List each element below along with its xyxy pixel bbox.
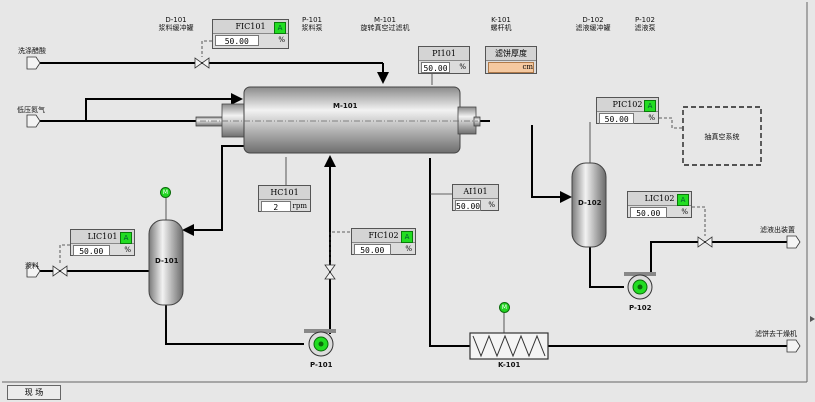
lic102-faceplate[interactable]: LIC102 A 50.00 % xyxy=(627,191,692,218)
fic102-unit: % xyxy=(405,245,412,253)
lic101-value: 50.00 xyxy=(73,245,110,256)
lic101-mode-indicator: A xyxy=(120,232,132,244)
d101-header-tag: D-101 xyxy=(165,16,187,24)
k101-header-label: K-101 螺杆机 xyxy=(486,16,516,32)
k101-motor-indicator: M xyxy=(499,302,510,313)
lic101-tag: LIC101 xyxy=(71,230,134,244)
hc101-faceplate[interactable]: HC101 2 rpm xyxy=(258,185,311,212)
fic102-value: 50.00 xyxy=(354,244,391,255)
d101-motor-indicator: M xyxy=(160,187,171,198)
low-pressure-n2-label: 低压氮气 xyxy=(17,106,45,114)
d101-header-label: D-101 浆料缓冲罐 xyxy=(148,16,204,32)
wash-acid-label: 洗涤醋酸 xyxy=(18,47,46,55)
lic102-value: 50.00 xyxy=(630,207,667,218)
p102-header-name: 滤液泵 xyxy=(634,24,656,32)
lic102-tag: LIC102 xyxy=(628,192,691,206)
m101-header-tag: M-101 xyxy=(374,16,396,24)
p101-equipment-label: P-101 xyxy=(310,361,333,369)
p101-header-label: P-101 浆料泵 xyxy=(297,16,327,32)
m101-header-label: M-101 旋转真空过滤机 xyxy=(355,16,415,32)
pic102-mode-indicator: A xyxy=(644,100,656,112)
p101-header-tag: P-101 xyxy=(302,16,322,24)
p102-header-label: P-102 滤液泵 xyxy=(630,16,660,32)
k101-equipment-label: K-101 xyxy=(498,361,521,369)
lic102-unit: % xyxy=(681,208,688,216)
fic101-value: 50.00 xyxy=(215,35,259,46)
vacuum-system-label: 抽真空系统 xyxy=(704,133,740,141)
pi101-value: 50.00 xyxy=(421,62,450,73)
cake-thickness-unit: cm xyxy=(522,63,533,71)
pic102-value: 50.00 xyxy=(599,113,635,124)
pi101-tag: PI101 xyxy=(419,47,469,61)
fic102-mode-indicator: A xyxy=(401,231,413,243)
p102-equipment-label: P-102 xyxy=(629,304,652,312)
lic102-mode-indicator: A xyxy=(677,194,689,206)
fic102-tag: FIC102 xyxy=(352,229,415,243)
k101-header-name: 螺杆机 xyxy=(490,24,512,32)
hc101-unit: rpm xyxy=(292,202,307,210)
d102-header-name: 滤液缓冲罐 xyxy=(575,24,611,32)
cake-to-dryer-label: 滤饼去干燥机 xyxy=(755,330,797,338)
cake-thickness-tag: 滤饼厚度 xyxy=(486,47,536,61)
ai101-value: 50.00 xyxy=(455,200,482,211)
m101-equipment-label: M-101 xyxy=(333,102,358,110)
pi101-unit: % xyxy=(459,63,466,71)
d102-header-tag: D-102 xyxy=(582,16,604,24)
fic101-unit: % xyxy=(278,36,285,44)
ai101-faceplate[interactable]: AI101 50.00 % xyxy=(452,184,499,211)
k101-header-tag: K-101 xyxy=(491,16,511,24)
lic101-faceplate[interactable]: LIC101 A 50.00 % xyxy=(70,229,135,256)
slurry-label: 浆料 xyxy=(25,262,39,270)
fic101-faceplate[interactable]: FIC101 A 50.00 % xyxy=(212,19,289,49)
d101-header-name: 浆料缓冲罐 xyxy=(158,24,194,32)
pic102-unit: % xyxy=(648,114,655,122)
fic101-mode-indicator: A xyxy=(274,22,286,34)
ai101-unit: % xyxy=(488,201,495,209)
hc101-tag: HC101 xyxy=(259,186,310,200)
fic102-faceplate[interactable]: FIC102 A 50.00 % xyxy=(351,228,416,255)
fic101-tag: FIC101 xyxy=(213,20,288,34)
cake-thickness-faceplate[interactable]: 滤饼厚度 cm xyxy=(485,46,537,74)
m101-header-name: 旋转真空过滤机 xyxy=(360,24,410,32)
ai101-tag: AI101 xyxy=(453,185,498,199)
hc101-value: 2 xyxy=(261,201,291,212)
d102-header-label: D-102 滤液缓冲罐 xyxy=(570,16,616,32)
pi101-faceplate[interactable]: PI101 50.00 % xyxy=(418,46,470,74)
d102-equipment-label: D-102 xyxy=(578,199,602,207)
d101-equipment-label: D-101 xyxy=(155,257,179,265)
p101-header-name: 浆料泵 xyxy=(301,24,323,32)
field-view-button[interactable]: 现 场 xyxy=(7,385,61,400)
p102-header-tag: P-102 xyxy=(635,16,655,24)
pic102-faceplate[interactable]: PIC102 A 50.00 % xyxy=(596,97,659,124)
cake-thickness-value xyxy=(488,62,534,73)
pic102-tag: PIC102 xyxy=(597,98,658,112)
filtrate-out-label: 滤液出装置 xyxy=(760,226,795,234)
lic101-unit: % xyxy=(124,246,131,254)
